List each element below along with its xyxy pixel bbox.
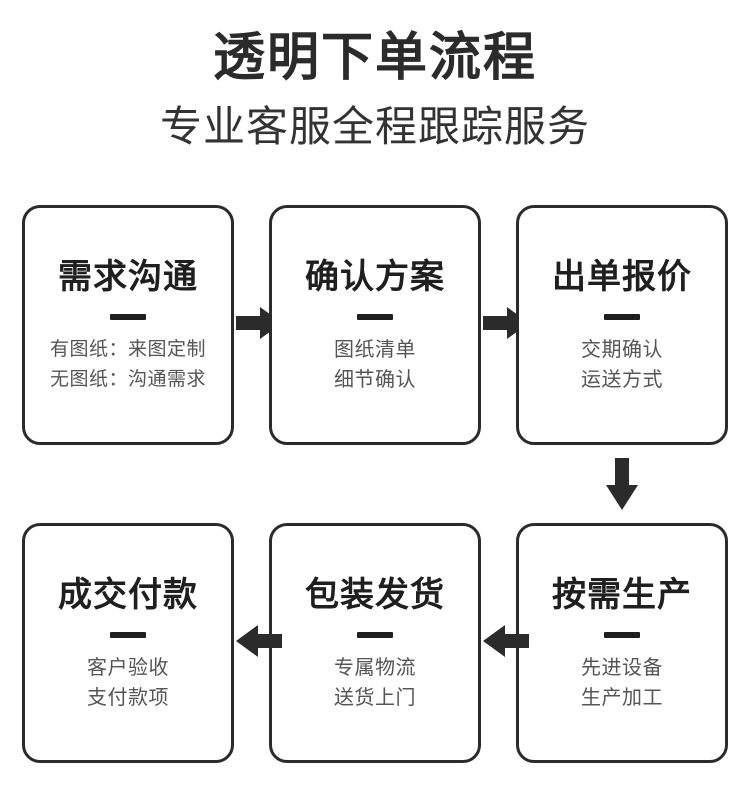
flow-step-card-2[interactable]: 确认方案 图纸清单 细节确认 [269, 205, 481, 445]
flow-step-title: 确认方案 [305, 257, 445, 297]
flow-step-detail-line: 运送方式 [581, 367, 663, 391]
flow-step-card-3[interactable]: 出单报价 交期确认 运送方式 [516, 205, 728, 445]
flow-step-detail-line: 交期确认 [581, 337, 663, 361]
flow-step-detail-line: 先进设备 [581, 655, 663, 679]
flow-step-details: 专属物流 送货上门 [334, 652, 416, 712]
arrow-down-icon [604, 458, 640, 510]
header: 透明下单流程 专业客服全程跟踪服务 [0, 0, 750, 190]
flow-step-details: 交期确认 运送方式 [581, 334, 663, 394]
flow-step-details: 有图纸：来图定制 无图纸：沟通需求 [50, 334, 206, 394]
flow-step-card-1[interactable]: 需求沟通 有图纸：来图定制 无图纸：沟通需求 [22, 205, 234, 445]
flow-step-detail-line: 送货上门 [334, 685, 416, 709]
page-title: 透明下单流程 [212, 28, 537, 88]
flow-step-card-4[interactable]: 按需生产 先进设备 生产加工 [516, 523, 728, 763]
divider [110, 632, 146, 638]
flow-step-detail-line: 生产加工 [581, 685, 663, 709]
flow-step-detail-line: 支付款项 [87, 685, 169, 709]
divider [357, 632, 393, 638]
flow-step-detail-line: 无图纸：沟通需求 [49, 368, 206, 390]
flow-step-detail-line: 细节确认 [334, 367, 416, 391]
flow-step-detail-line: 客户验收 [87, 655, 169, 679]
flow-step-detail-line: 专属物流 [334, 655, 416, 679]
divider [604, 314, 640, 320]
flow-step-detail-line: 图纸清单 [334, 337, 416, 361]
flow-step-card-5[interactable]: 包装发货 专属物流 送货上门 [269, 523, 481, 763]
flow-step-title: 成交付款 [58, 575, 198, 615]
page-subtitle: 专业客服全程跟踪服务 [159, 102, 590, 151]
flow-step-card-6[interactable]: 成交付款 客户验收 支付款项 [22, 523, 234, 763]
flow-step-details: 客户验收 支付款项 [87, 652, 169, 712]
flow-step-details: 图纸清单 细节确认 [334, 334, 416, 394]
arrow-left-icon [236, 623, 282, 659]
flow-step-details: 先进设备 生产加工 [581, 652, 663, 712]
flow-step-title: 需求沟通 [58, 257, 198, 297]
divider [357, 314, 393, 320]
flow-step-title: 按需生产 [552, 575, 692, 615]
divider [604, 632, 640, 638]
flow-step-title: 包装发货 [305, 575, 445, 615]
flow-step-title: 出单报价 [552, 257, 692, 297]
divider [110, 314, 146, 320]
flow-step-detail-line: 有图纸：来图定制 [49, 338, 206, 360]
arrow-left-icon [483, 623, 529, 659]
